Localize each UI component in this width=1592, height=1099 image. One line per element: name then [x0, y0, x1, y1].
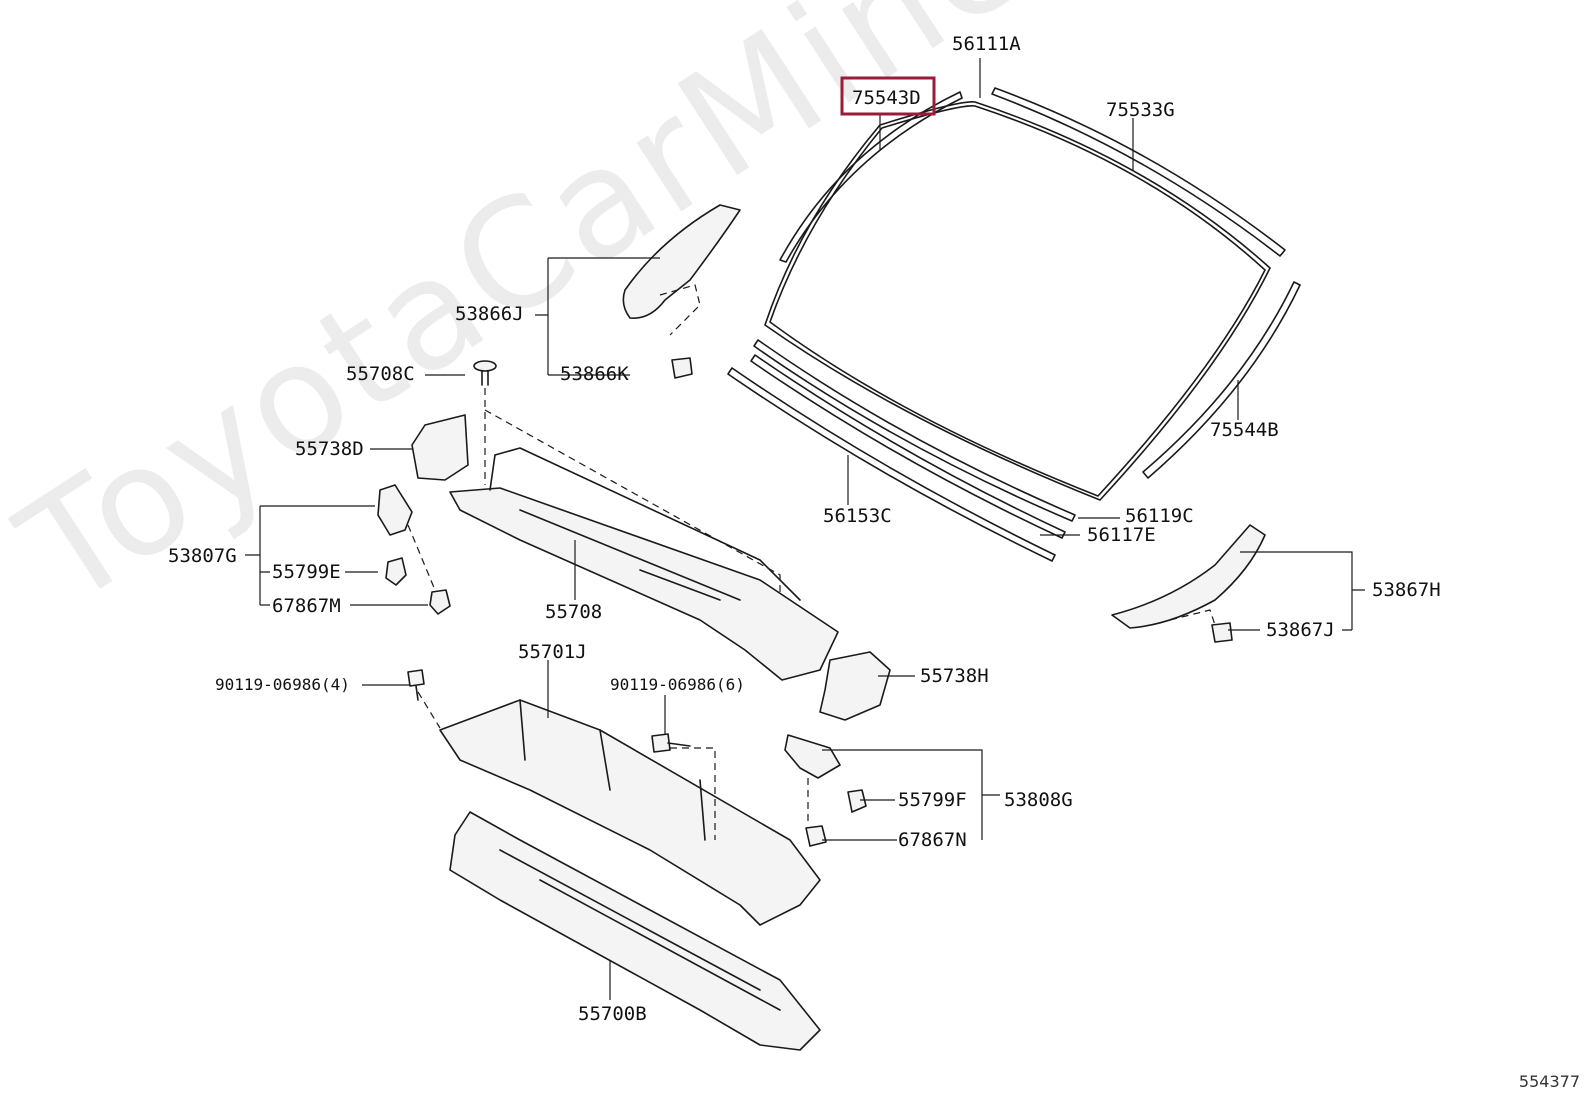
- label-75544B[interactable]: 75544B: [1210, 419, 1279, 441]
- bracket-53807G[interactable]: [377, 484, 451, 615]
- label-56153C[interactable]: 56153C: [823, 505, 892, 527]
- label-55799F[interactable]: 55799F: [898, 789, 967, 811]
- label-90119-06986-6[interactable]: 90119-06986(6): [610, 675, 745, 694]
- bracket-53808G[interactable]: [784, 734, 867, 847]
- leader-lines: [245, 58, 1365, 1000]
- molding-75533G[interactable]: [991, 87, 1286, 257]
- label-55738H[interactable]: 55738H: [920, 665, 989, 687]
- cowl-panel-55701J[interactable]: [417, 691, 821, 926]
- label-55738D[interactable]: 55738D: [295, 438, 364, 460]
- label-53866J[interactable]: 53866J: [455, 303, 524, 325]
- label-56111A[interactable]: 56111A: [952, 33, 1021, 55]
- label-53807G[interactable]: 53807G: [168, 545, 237, 567]
- clip-53866K[interactable]: [671, 357, 693, 379]
- label-75543D[interactable]: 75543D: [852, 87, 921, 109]
- molding-75544B[interactable]: [1142, 281, 1301, 479]
- label-55799E[interactable]: 55799E: [272, 561, 341, 583]
- label-67867M[interactable]: 67867M: [272, 595, 341, 617]
- seal-56119C[interactable]: [753, 339, 1076, 522]
- label-56119C[interactable]: 56119C: [1125, 505, 1194, 527]
- clip-53867J[interactable]: [1211, 622, 1233, 643]
- label-53867J[interactable]: 53867J: [1266, 619, 1335, 641]
- panel-55738H[interactable]: [819, 651, 891, 721]
- seal-56153C[interactable]: [727, 367, 1056, 562]
- label-55708[interactable]: 55708: [545, 601, 602, 623]
- label-75533G[interactable]: 75533G: [1106, 99, 1175, 121]
- label-67867N[interactable]: 67867N: [898, 829, 967, 851]
- label-56117E[interactable]: 56117E: [1087, 524, 1156, 546]
- panel-55738D[interactable]: [411, 414, 469, 481]
- molding-75543D[interactable]: [779, 91, 963, 263]
- label-53808G[interactable]: 53808G: [1004, 789, 1073, 811]
- highlight-box: [840, 76, 936, 116]
- cowl-side-cover-53867H[interactable]: [1111, 524, 1266, 629]
- cowl-side-cover-53866J[interactable]: [622, 204, 741, 336]
- label-55700B[interactable]: 55700B: [578, 1003, 647, 1025]
- cowl-top-55708[interactable]: [449, 447, 839, 681]
- label-53867H[interactable]: 53867H: [1372, 579, 1441, 601]
- bolt-90119-a[interactable]: [407, 669, 425, 701]
- bolt-90119-b[interactable]: [651, 733, 691, 753]
- windshield-glass[interactable]: [764, 101, 1271, 501]
- label-55701J[interactable]: 55701J: [518, 641, 587, 663]
- label-90119-06986-4[interactable]: 90119-06986(4): [215, 675, 350, 694]
- seal-56117E[interactable]: [750, 354, 1066, 539]
- cowl-inner-55700B[interactable]: [449, 811, 821, 1051]
- label-53866K[interactable]: 53866K: [560, 363, 629, 385]
- label-55708C[interactable]: 55708C: [346, 363, 415, 385]
- diagram-reference-number: 554377: [1518, 1072, 1580, 1091]
